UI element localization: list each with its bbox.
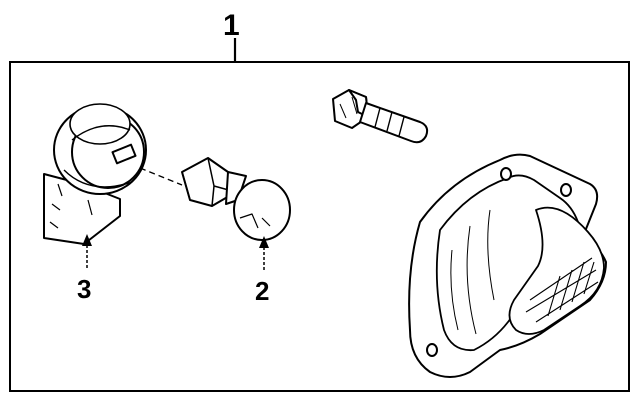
assembly-frame [9,61,630,392]
callout-2: 2 [255,276,269,306]
callout-3-arrowhead [82,234,92,246]
callout-1: 1 [223,9,240,42]
mounting-bolt-icon [332,89,429,144]
lamp-housing-icon [408,153,607,378]
bulb-icon [181,157,291,241]
callout-3: 3 [77,274,91,304]
alignment-line [139,167,183,186]
callout-2-arrowhead [259,236,269,248]
socket-icon [43,103,147,245]
